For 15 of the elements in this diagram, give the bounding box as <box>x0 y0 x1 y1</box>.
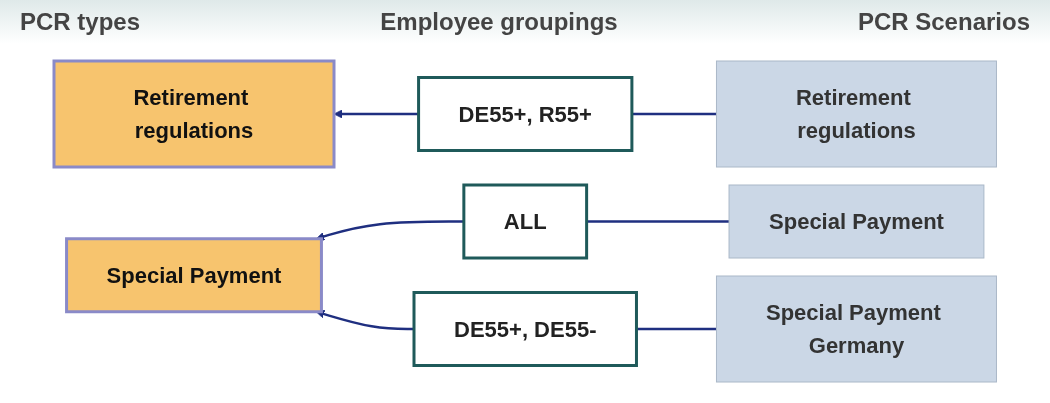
connector <box>631 112 717 116</box>
connector <box>636 327 717 331</box>
node-box: DE55+, DE55- <box>412 291 638 367</box>
node-box: ALL <box>462 183 588 260</box>
node-box: Special Payment <box>728 184 985 259</box>
connector <box>586 220 729 223</box>
node-box: Retirement regulations <box>715 60 997 168</box>
column-heading: PCR Scenarios <box>857 8 1030 36</box>
column-heading: Employee groupings <box>380 8 618 36</box>
node-box: DE55+, R55+ <box>416 76 634 152</box>
node-box: Retirement regulations <box>52 59 336 169</box>
node-box: Special Payment Germany <box>715 275 997 383</box>
column-heading: PCR types <box>20 8 141 36</box>
node-box: Special Payment <box>64 237 323 314</box>
arrow <box>333 109 419 119</box>
